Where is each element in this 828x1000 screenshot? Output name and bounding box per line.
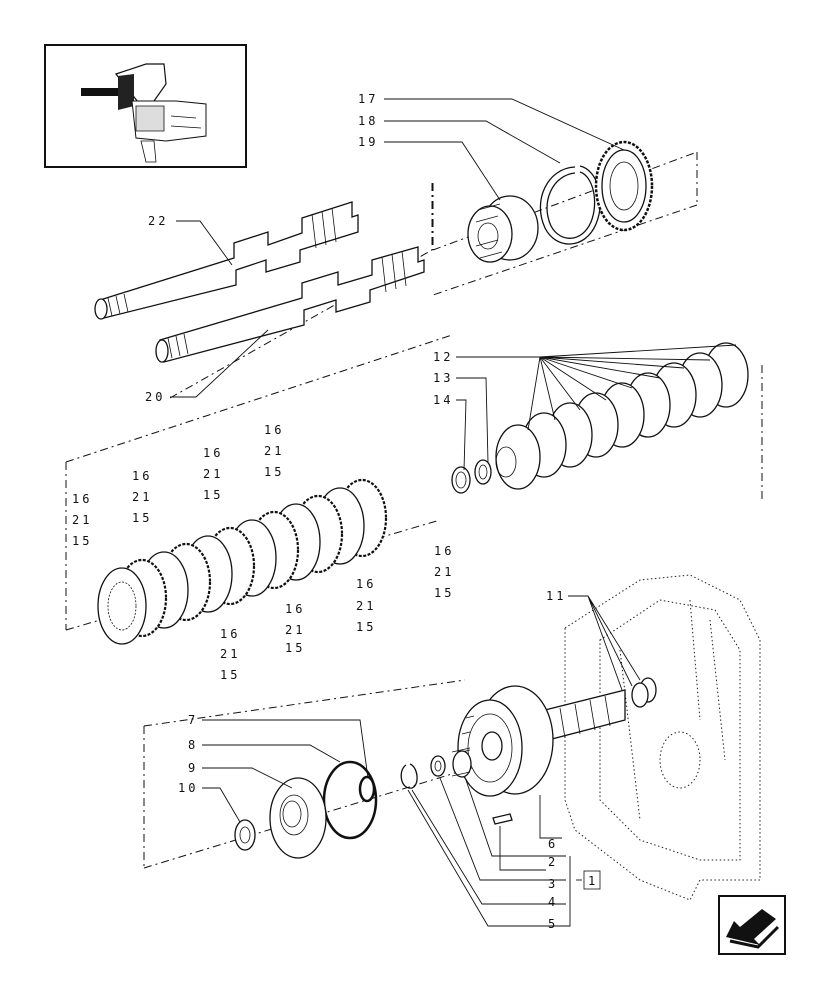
right-stack-callout-5: 15 (356, 620, 376, 634)
right-stack-callout-11: 15 (220, 668, 240, 682)
left-stack-callout-2: 15 (264, 465, 284, 479)
toothed-disc-17 (594, 140, 654, 232)
washer-14 (451, 466, 471, 494)
o-ring-8 (322, 760, 378, 840)
callout-2: 2 (548, 855, 558, 869)
callout-14: 14 (433, 393, 453, 407)
callout-10: 10 (178, 781, 198, 795)
group-box-1 (583, 870, 601, 890)
right-stack-callout-3: 16 (356, 577, 376, 591)
piston-9 (269, 777, 327, 859)
callout-7: 7 (188, 713, 198, 727)
callout-19: 19 (358, 135, 378, 149)
clutch-callouts-left: 16 21 15 16 21 15 16 21 15 16 21 15 (72, 423, 284, 548)
clutch-plate-stack (97, 478, 388, 645)
clutch-pack-frame (65, 334, 763, 631)
right-stack-callout-4: 21 (356, 599, 376, 613)
callout-4: 4 (548, 895, 558, 909)
pin-5 (492, 813, 513, 825)
callout-9: 9 (188, 761, 198, 775)
right-stack-callout-9: 16 (220, 627, 240, 641)
left-stack-callout-5: 15 (203, 488, 223, 502)
locator-inset (44, 44, 247, 168)
tractor-locator-icon (81, 63, 207, 163)
right-stack-callout-7: 21 (285, 623, 305, 637)
left-stack-callout-7: 21 (132, 490, 152, 504)
right-stack-callout-10: 21 (220, 647, 240, 661)
right-stack-callout-1: 21 (434, 565, 454, 579)
right-stack-callout-8: 15 (285, 641, 305, 655)
shaft-20 (155, 246, 425, 363)
callout-20: 20 (145, 390, 165, 404)
left-stack-callout-8: 15 (132, 511, 152, 525)
left-stack-callout-10: 21 (72, 513, 92, 527)
left-stack-callout-6: 16 (132, 469, 152, 483)
shaft-22 (94, 201, 359, 320)
callout-3: 3 (548, 877, 558, 891)
callout-18: 18 (358, 114, 378, 128)
left-stack-callout-9: 16 (72, 492, 92, 506)
circlip-18-inner (546, 171, 596, 239)
previous-page-arrow-icon (726, 909, 780, 949)
left-stack-callout-0: 16 (264, 423, 284, 437)
left-stack-callout-1: 21 (264, 444, 284, 458)
callout-13: 13 (433, 371, 453, 385)
callout-8: 8 (188, 738, 198, 752)
snap-ring-4 (400, 763, 418, 789)
thrust-washer-3 (430, 755, 446, 777)
callout-22: 22 (148, 214, 168, 228)
callout-6: 6 (548, 837, 558, 851)
previous-page-button[interactable] (718, 895, 786, 955)
callout-12: 12 (433, 350, 453, 364)
clutch-callouts-right: 16 21 15 16 21 15 16 21 15 16 21 15 (220, 544, 454, 682)
ring-13 (474, 459, 492, 485)
left-stack-callout-4: 21 (203, 467, 223, 481)
callout-17: 17 (358, 92, 378, 106)
callout-labels: 17 18 19 22 20 12 13 14 11 7 8 9 10 6 2 … (145, 92, 601, 931)
callout-5: 5 (548, 917, 558, 931)
callout-1: 1 (588, 874, 598, 888)
leader-lines (170, 98, 737, 927)
callout-11: 11 (546, 589, 566, 603)
circlip-18 (539, 165, 601, 245)
upper-assembly-boundary (169, 183, 433, 399)
clutch-drum-6 (457, 685, 626, 797)
left-stack-callout-11: 15 (72, 534, 92, 548)
right-stack-callout-6: 16 (285, 602, 305, 616)
washer-10 (234, 819, 256, 851)
right-stack-callout-2: 15 (434, 586, 454, 600)
pinion-gear-2 (451, 747, 472, 778)
left-stack-callout-3: 16 (203, 446, 223, 460)
belleville-springs-12 (495, 342, 749, 490)
right-stack-callout-0: 16 (434, 544, 454, 558)
transmission-housing (564, 574, 761, 901)
gear-19 (467, 195, 539, 263)
